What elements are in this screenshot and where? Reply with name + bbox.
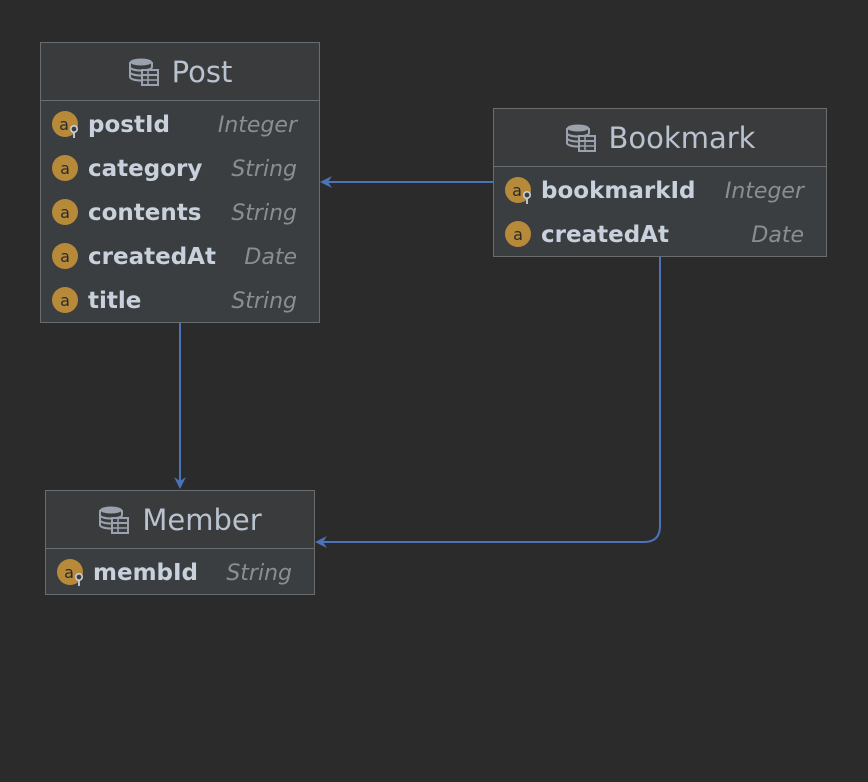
primary-key-attribute-icon: a: [52, 111, 78, 138]
entity-header: Post: [41, 43, 319, 101]
field-type: Integer: [724, 178, 804, 204]
field-type: Date: [751, 222, 804, 248]
field-type: String: [231, 156, 297, 182]
entity-member[interactable]: Member a membId String: [45, 490, 315, 595]
entity-title: Bookmark: [608, 120, 756, 155]
field-name: title: [88, 288, 142, 314]
field-name: bookmarkId: [541, 178, 696, 204]
svg-text:a: a: [59, 115, 69, 134]
attribute-icon: a: [52, 243, 78, 269]
entity-title: Member: [142, 502, 262, 537]
field-type: Date: [244, 244, 297, 270]
field-type: String: [231, 200, 297, 226]
attribute-icon: a: [52, 155, 78, 181]
field-row[interactable]: a postId Integer: [41, 103, 319, 147]
relation-bookmark-to-member[interactable]: [315, 257, 661, 548]
svg-text:a: a: [64, 563, 74, 582]
primary-key-attribute-icon: a: [505, 177, 531, 204]
field-row[interactable]: a bookmarkId Integer: [494, 169, 826, 213]
svg-text:a: a: [60, 159, 70, 178]
svg-text:a: a: [512, 181, 522, 200]
database-table-icon: [99, 506, 130, 534]
entity-bookmark[interactable]: Bookmark a bookmarkId Integer a createdA…: [493, 108, 827, 257]
attribute-icon: a: [52, 199, 78, 225]
attribute-icon: a: [505, 221, 531, 247]
database-table-icon: [128, 58, 159, 86]
field-row[interactable]: a title String: [41, 279, 319, 323]
entity-post[interactable]: Post a postId Integer a category Stri: [40, 42, 320, 323]
field-type: String: [231, 288, 297, 314]
svg-text:a: a: [513, 225, 523, 244]
field-name: postId: [88, 112, 170, 138]
field-type: Integer: [217, 112, 297, 138]
svg-text:a: a: [60, 203, 70, 222]
attribute-icon: a: [52, 287, 78, 313]
field-name: createdAt: [541, 222, 669, 248]
entity-header: Bookmark: [494, 109, 826, 167]
field-name: contents: [88, 200, 202, 226]
field-row[interactable]: a contents String: [41, 191, 319, 235]
svg-text:a: a: [60, 291, 70, 310]
database-table-icon: [565, 124, 596, 152]
field-row[interactable]: a category String: [41, 147, 319, 191]
svg-text:a: a: [60, 247, 70, 266]
entity-header: Member: [46, 491, 314, 549]
field-row[interactable]: a membId String: [46, 551, 314, 595]
entity-title: Post: [171, 54, 233, 89]
field-name: createdAt: [88, 244, 216, 270]
primary-key-attribute-icon: a: [57, 559, 83, 586]
field-name: membId: [93, 560, 199, 586]
field-name: category: [88, 156, 203, 182]
field-row[interactable]: a createdAt Date: [41, 235, 319, 279]
field-type: String: [226, 560, 292, 586]
field-row[interactable]: a createdAt Date: [494, 213, 826, 257]
